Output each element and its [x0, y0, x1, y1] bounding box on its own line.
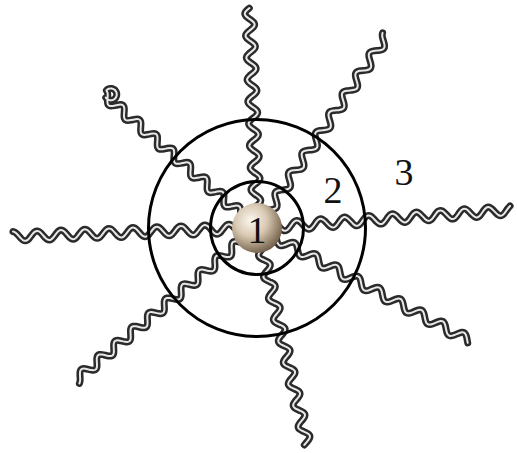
- circle-border: [149, 120, 366, 337]
- polymer-chain: [13, 224, 235, 241]
- region-number: 2: [322, 171, 345, 209]
- polymer-chain: [269, 33, 384, 210]
- polymer-chain-highlight: [79, 241, 240, 383]
- polymer-chain: [245, 8, 261, 206]
- polymer-chain: [279, 206, 510, 231]
- polymer-chain-highlight: [276, 238, 467, 343]
- polymer-chain: [276, 238, 467, 343]
- region-number: 1: [246, 211, 269, 249]
- polymer-chain-highlight: [269, 33, 384, 210]
- polymer-chains: [13, 8, 510, 445]
- polymer-chain: [79, 241, 240, 383]
- polymer-chain-highlight: [259, 249, 310, 444]
- core-sphere: [232, 203, 282, 253]
- polymer-chain: [106, 88, 241, 213]
- polymer-chain-highlight: [245, 8, 261, 206]
- outer-shell-circle: 21: [147, 118, 367, 338]
- polymer-chain-highlight: [13, 224, 235, 241]
- region-number: 3: [393, 153, 416, 191]
- circle-border: [211, 182, 304, 275]
- polymer-chain: [259, 249, 310, 444]
- core-circle: 1: [209, 180, 305, 276]
- polymer-chain-highlight: [106, 88, 241, 213]
- polymer-chain-highlight: [279, 206, 510, 231]
